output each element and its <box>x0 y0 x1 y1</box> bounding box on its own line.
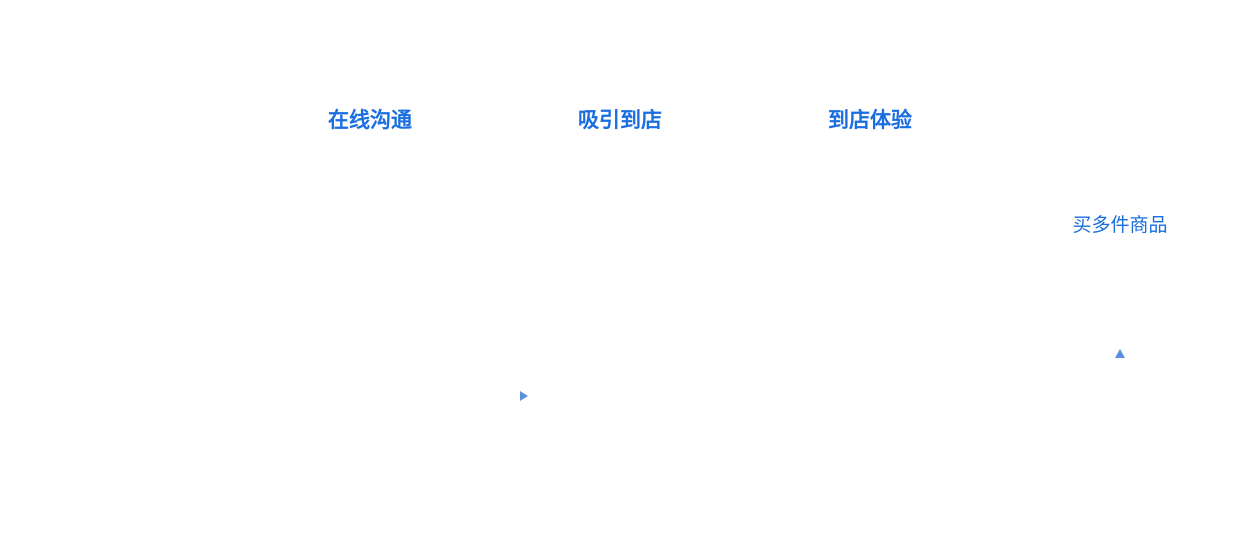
arrow-up-icon <box>1115 349 1125 358</box>
outcome-buy-multiple-items-label: 买多件商品 <box>1072 214 1168 236</box>
stage-online-communication-label: 在线沟通 <box>328 108 412 132</box>
stage-in-store-experience-label: 到店体验 <box>828 108 912 132</box>
stage-attract-to-store-label: 吸引到店 <box>578 108 662 132</box>
arrow-right-icon <box>520 391 528 401</box>
